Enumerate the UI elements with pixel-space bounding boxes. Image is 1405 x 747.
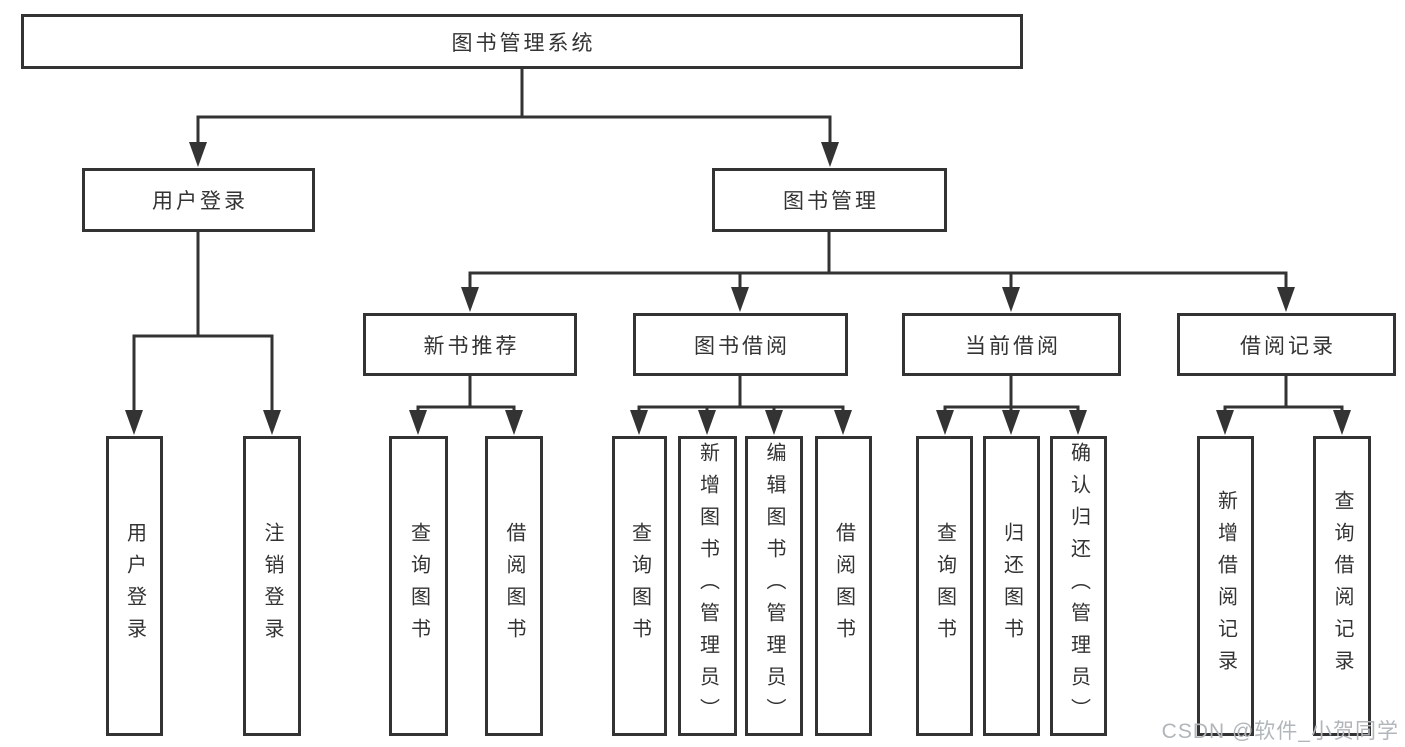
arrow-down-icon: [1002, 287, 1020, 312]
node-label: 查询图书: [407, 522, 430, 650]
arrow-down-icon: [1333, 410, 1351, 435]
arrow-down-icon: [731, 287, 749, 312]
leaf-query-books-current: 查询图书: [916, 436, 973, 736]
node-label: 新增图书（管理员）: [696, 442, 719, 730]
arrow-down-icon: [821, 142, 839, 167]
node-new-book-recommendation: 新书推荐: [363, 313, 577, 376]
node-current-borrowing: 当前借阅: [902, 313, 1121, 376]
node-label: 查询借阅记录: [1331, 490, 1353, 682]
arrow-down-icon: [765, 410, 783, 435]
arrow-down-icon: [505, 410, 523, 435]
arrow-down-icon: [698, 410, 716, 435]
node-label: 用户登录: [123, 522, 146, 650]
arrow-down-icon: [125, 410, 143, 435]
node-label: 借阅图书: [832, 522, 855, 650]
arrow-down-icon: [1002, 410, 1020, 435]
arrow-down-icon: [263, 410, 281, 435]
node-label: 图书管理系统: [451, 31, 596, 55]
node-label: 当前借阅: [965, 334, 1061, 358]
arrow-down-icon: [409, 410, 427, 435]
leaf-borrow-books-borrowing: 借阅图书: [815, 436, 872, 736]
arrow-down-icon: [1277, 287, 1295, 312]
arrow-down-icon: [1069, 410, 1087, 435]
leaf-query-books-recommend: 查询图书: [389, 436, 448, 736]
node-label: 图书管理: [783, 190, 879, 213]
arrow-down-icon: [834, 410, 852, 435]
arrow-down-icon: [189, 142, 207, 167]
arrow-down-icon: [461, 287, 479, 312]
node-book-borrowing: 图书借阅: [633, 313, 848, 376]
node-borrowing-records: 借阅记录: [1177, 313, 1396, 376]
leaf-query-borrow-record: 查询借阅记录: [1313, 436, 1371, 736]
leaf-user-login: 用户登录: [106, 436, 163, 736]
node-label: 查询图书: [628, 522, 651, 650]
node-label: 归还图书: [1000, 522, 1023, 650]
node-label: 用户登录: [152, 190, 248, 213]
node-label: 借阅记录: [1240, 334, 1336, 358]
leaf-edit-book-admin: 编辑图书（管理员）: [745, 436, 803, 736]
node-label: 新增借阅记录: [1214, 490, 1237, 682]
leaf-confirm-return-admin: 确认归还（管理员）: [1050, 436, 1107, 736]
arrow-down-icon: [1216, 410, 1234, 435]
leaf-query-books-borrowing: 查询图书: [612, 436, 667, 736]
node-label: 注销登录: [261, 522, 283, 650]
leaf-borrow-books-recommend: 借阅图书: [485, 436, 543, 736]
node-label: 编辑图书（管理员）: [763, 442, 785, 730]
node-book-management: 图书管理: [712, 168, 947, 232]
node-label: 新书推荐: [423, 334, 520, 358]
watermark: CSDN @软件_小贺同学: [1161, 720, 1399, 743]
leaf-add-book-admin: 新增图书（管理员）: [678, 436, 737, 736]
node-label: 查询图书: [933, 522, 956, 650]
node-label: 借阅图书: [503, 522, 525, 650]
leaf-add-borrow-record: 新增借阅记录: [1197, 436, 1254, 736]
node-label: 确认归还（管理员）: [1067, 442, 1090, 730]
arrow-down-icon: [936, 410, 954, 435]
node-user-login: 用户登录: [82, 168, 315, 232]
arrow-down-icon: [630, 410, 648, 435]
leaf-logout: 注销登录: [243, 436, 301, 736]
leaf-return-book: 归还图书: [983, 436, 1040, 736]
node-root: 图书管理系统: [21, 14, 1023, 69]
node-label: 图书借阅: [694, 334, 790, 358]
